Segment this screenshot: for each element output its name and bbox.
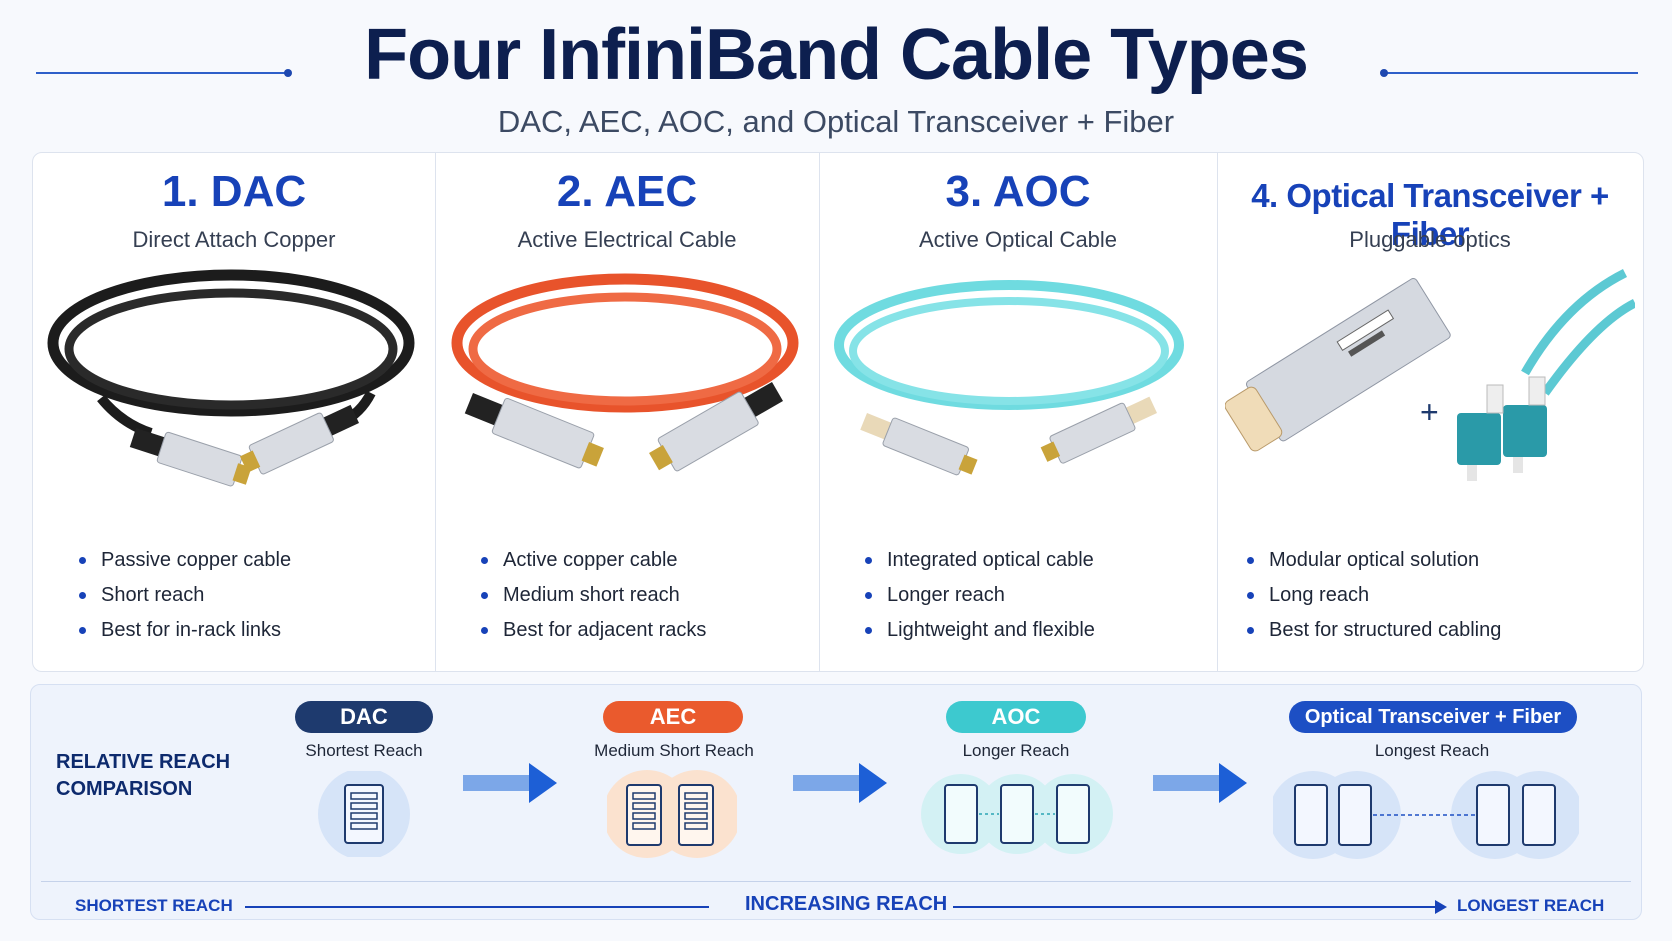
- server-icon-group: [921, 774, 1113, 854]
- bullet-item: Best for structured cabling: [1247, 613, 1501, 648]
- card-bullets: Active copper cable Medium short reach B…: [481, 543, 706, 648]
- reach-comparison: RELATIVE REACH COMPARISON DAC Shortest R…: [30, 684, 1642, 920]
- aoc-cable-image: [834, 280, 1184, 476]
- transceiver-fiber-image: +: [1225, 268, 1635, 481]
- reach-caption: Shortest Reach: [305, 741, 423, 760]
- rule-dot: [284, 69, 292, 77]
- card-bullets: Passive copper cable Short reach Best fo…: [79, 543, 291, 648]
- plus-sign: +: [1420, 394, 1439, 430]
- reach-pill-transceiver-fiber: Optical Transceiver + Fiber: [1289, 701, 1577, 733]
- axis-line-left: [245, 906, 709, 908]
- bullet-item: Short reach: [79, 578, 291, 613]
- reach-label-line: COMPARISON: [56, 778, 193, 800]
- reach-caption: Longer Reach: [962, 741, 1070, 760]
- card-bullets: Integrated optical cable Longer reach Li…: [865, 543, 1095, 648]
- axis-label-shortest: SHORTEST REACH: [75, 896, 233, 915]
- axis-arrow-head-icon: [1435, 900, 1447, 914]
- reach-axis-divider: [41, 881, 1631, 882]
- card-title: 2. AEC: [556, 167, 698, 216]
- rule-dot: [1380, 69, 1388, 77]
- card-subtitle: Active Optical Cable: [918, 227, 1118, 252]
- right-arrow-icon: [793, 763, 887, 803]
- aec-cable-image: [451, 273, 799, 472]
- card-subtitle: Direct Attach Copper: [132, 227, 336, 252]
- server-icon-group: [1273, 771, 1579, 859]
- right-arrow-icon: [1153, 763, 1247, 803]
- card-title: 4. Optical Transceiver + Fiber: [1251, 177, 1609, 252]
- card-transceiver-fiber: 4. Optical Transceiver + Fiber Pluggable…: [1217, 153, 1643, 671]
- reach-pill-dac: DAC: [295, 701, 433, 733]
- card-aoc: 3. AOC Active Optical Cable Integrated o…: [819, 153, 1218, 671]
- page-subtitle: DAC, AEC, AOC, and Optical Transceiver +…: [497, 104, 1175, 139]
- reach-pill-aec: AEC: [603, 701, 743, 733]
- bullet-item: Best for adjacent racks: [481, 613, 706, 648]
- dac-cable-image: [47, 269, 415, 487]
- axis-line-right: [953, 906, 1439, 908]
- title-rule-left: [36, 69, 292, 77]
- card-subtitle: Pluggable optics: [1349, 227, 1511, 252]
- bullet-item: Modular optical solution: [1247, 543, 1501, 578]
- right-arrow-icon: [463, 763, 557, 803]
- title-rule-right: [1380, 69, 1638, 77]
- reach-label: RELATIVE REACH COMPARISON: [56, 749, 230, 803]
- page-title: Four InfiniBand Cable Types: [364, 15, 1309, 95]
- reach-label-line: RELATIVE REACH: [56, 751, 231, 773]
- card-subtitle: Active Electrical Cable: [517, 227, 737, 252]
- card-title: 1. DAC: [161, 167, 307, 216]
- cable-cards: 1. DAC Direct Attach Copper Passive copp…: [32, 152, 1644, 672]
- bullet-item: Integrated optical cable: [865, 543, 1095, 578]
- bullet-item: Lightweight and flexible: [865, 613, 1095, 648]
- server-icon-group: [318, 771, 410, 857]
- card-bullets: Modular optical solution Long reach Best…: [1247, 543, 1501, 648]
- card-title: 3. AOC: [945, 167, 1091, 216]
- reach-caption: Medium Short Reach: [594, 741, 754, 760]
- bullet-item: Medium short reach: [481, 578, 706, 613]
- bullet-item: Active copper cable: [481, 543, 706, 578]
- reach-pill-aoc: AOC: [946, 701, 1086, 733]
- reach-caption: Longest Reach: [1374, 741, 1490, 760]
- bullet-item: Best for in-rack links: [79, 613, 291, 648]
- card-aec: 2. AEC Active Electrical Cable Active co…: [435, 153, 820, 671]
- server-icon-group: [607, 770, 737, 858]
- bullet-item: Longer reach: [865, 578, 1095, 613]
- card-dac: 1. DAC Direct Attach Copper Passive copp…: [33, 153, 436, 671]
- axis-label-increasing: INCREASING REACH: [745, 893, 948, 915]
- bullet-item: Passive copper cable: [79, 543, 291, 578]
- axis-label-longest: LONGEST REACH: [1457, 896, 1605, 915]
- bullet-item: Long reach: [1247, 578, 1501, 613]
